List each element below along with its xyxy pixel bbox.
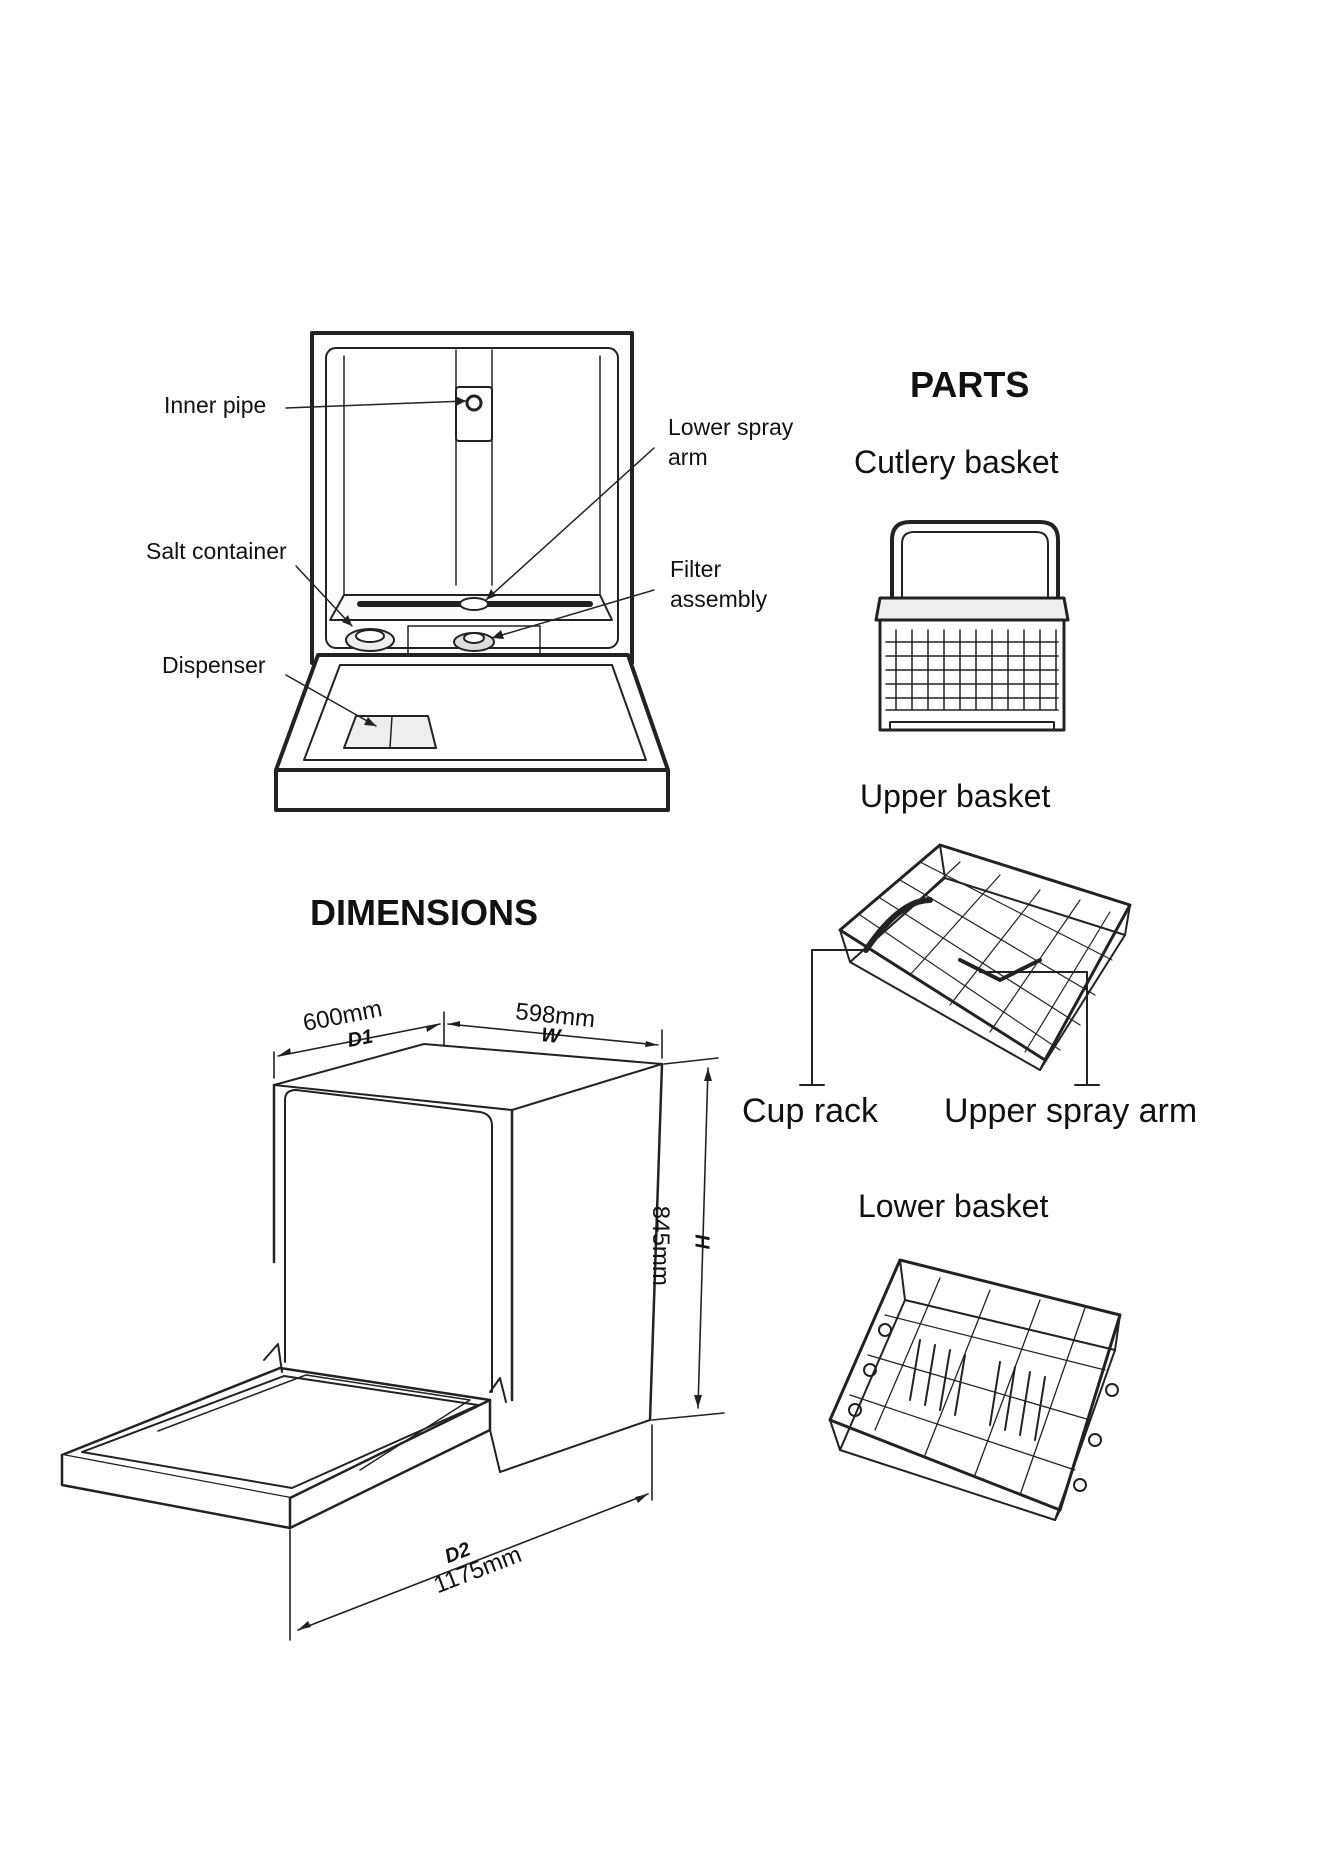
dim-w-code: W (540, 1024, 561, 1049)
label-inner-pipe: Inner pipe (164, 392, 266, 418)
label-salt-container: Salt container (146, 538, 287, 564)
label-cutlery-basket: Cutlery basket (854, 444, 1059, 481)
label-upper-spray-arm: Upper spray arm (944, 1092, 1197, 1131)
dim-h-code: H (690, 1234, 713, 1248)
label-filter-assembly-line2: assembly (670, 586, 767, 612)
dimensions-illustration (62, 1012, 724, 1640)
open-dishwasher-illustration (276, 333, 668, 810)
label-lower-basket: Lower basket (858, 1188, 1048, 1225)
dimensions-heading: DIMENSIONS (310, 892, 538, 933)
dim-h-value: 845mm (646, 1206, 674, 1286)
cutlery-basket-illustration (876, 522, 1068, 730)
label-dispenser: Dispenser (162, 652, 266, 678)
label-lower-spray-arm-line1: Lower spray (668, 414, 793, 440)
lower-spray-arm-shape (460, 598, 488, 610)
label-cup-rack: Cup rack (742, 1092, 878, 1131)
label-upper-basket: Upper basket (860, 778, 1050, 815)
label-lower-spray-arm-line2: arm (668, 444, 708, 470)
dim-d1-code: D1 (346, 1026, 375, 1053)
label-filter-assembly-line1: Filter (670, 556, 721, 582)
parts-heading: PARTS (910, 364, 1029, 405)
upper-basket-illustration (800, 845, 1130, 1085)
lower-basket-illustration (830, 1260, 1120, 1520)
